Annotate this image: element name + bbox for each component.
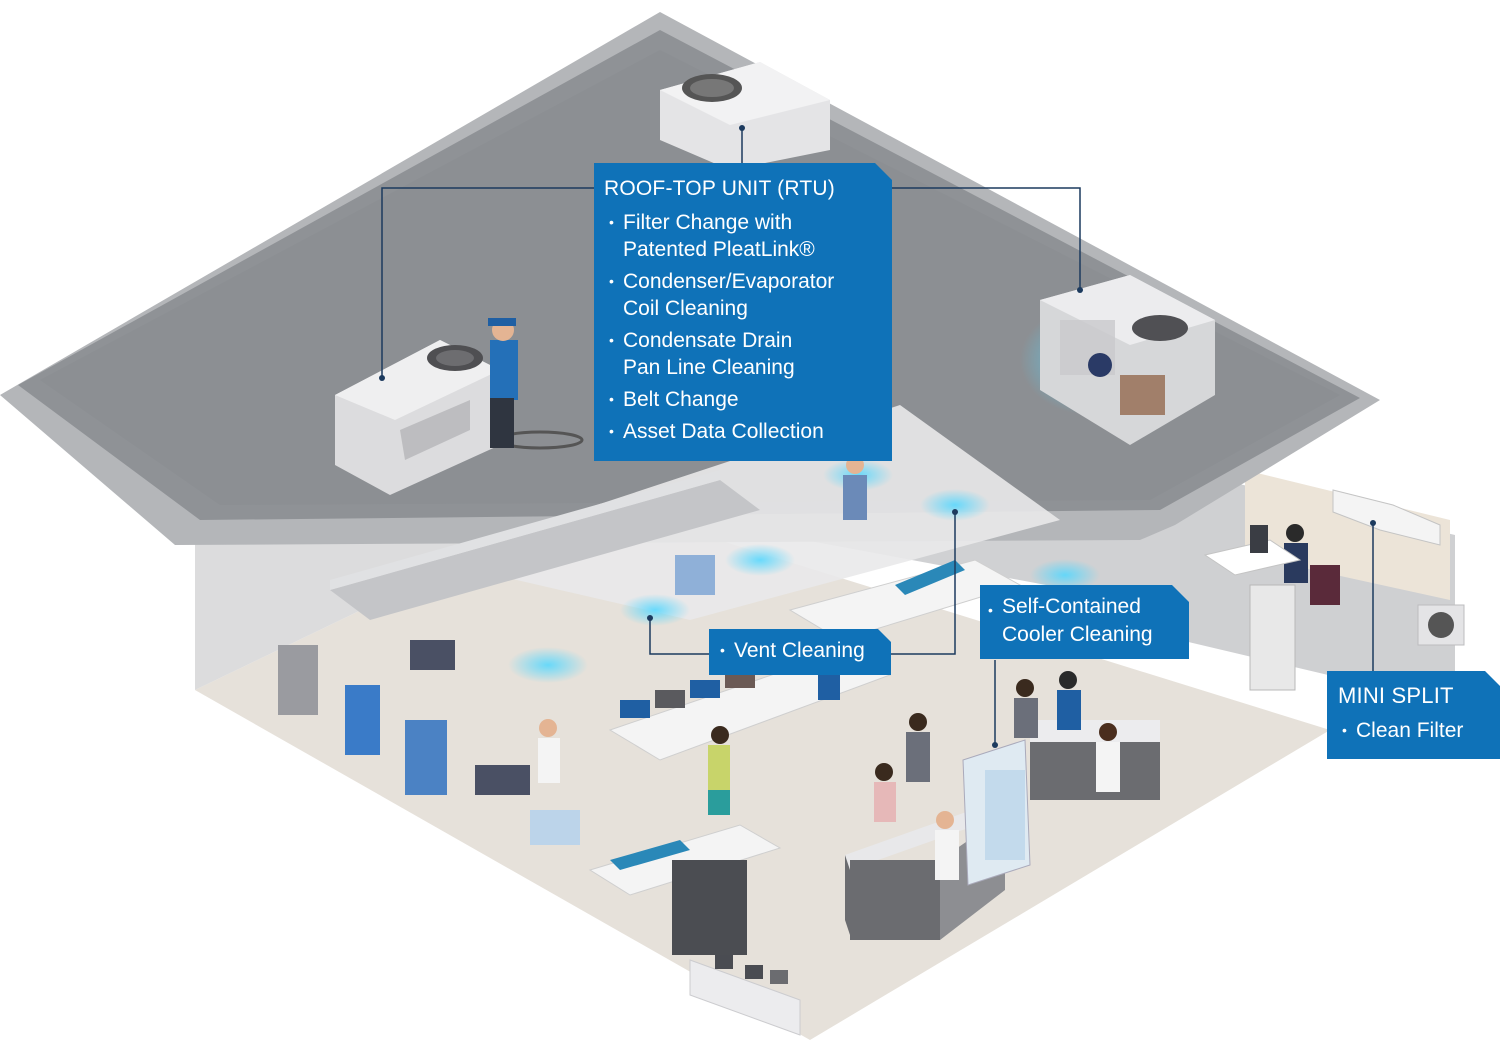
cooler-callout: Self-Contained Cooler Cleaning	[980, 585, 1190, 659]
rtu-unit-top	[660, 62, 830, 170]
rtu-service-item: Asset Data Collection	[609, 418, 834, 445]
mini-split-indoor-unit	[1332, 489, 1441, 546]
store-floor	[195, 500, 1330, 1040]
bag-display	[689, 955, 801, 1036]
rtu-service-line: Asset Data Collection	[623, 420, 824, 443]
clothing-racks	[278, 555, 715, 845]
cooler-callout-label: Self-Contained Cooler Cleaning	[988, 593, 1153, 649]
duct-main-top	[330, 470, 720, 590]
cooler-callout-line: Self-Contained	[1002, 595, 1141, 618]
duct-main	[330, 480, 760, 620]
vent-callout-label: Vent Cleaning	[720, 639, 865, 663]
rtu-service-line: Patented PleatLink®	[623, 238, 815, 261]
rtu-service-line: Condensate Drain	[623, 329, 793, 352]
display-table-front	[588, 824, 782, 955]
mini-split-outdoor-unit	[1417, 604, 1465, 646]
rtu-service-list: Filter Change with Patented PleatLink® C…	[609, 209, 834, 450]
leader-dots	[379, 125, 1376, 748]
office-door	[1249, 584, 1296, 691]
rtu-service-line: Condenser/Evaporator	[623, 270, 835, 293]
cooler-callout-line: Cooler Cleaning	[1002, 623, 1153, 646]
rtu-service-line: Belt Change	[623, 388, 739, 411]
office-interior	[1245, 470, 1450, 600]
mini-split-callout-label: Clean Filter	[1342, 719, 1463, 743]
rtu-service-item: Condensate Drain Pan Line Cleaning	[609, 327, 834, 381]
mini-split-callout-title: MINI SPLIT	[1338, 683, 1454, 708]
technician-figure	[488, 318, 584, 450]
rtu-service-line: Pan Line Cleaning	[623, 356, 795, 379]
rtu-unit-left	[335, 340, 500, 495]
office-desk	[1203, 525, 1340, 605]
rtu-callout: ROOF-TOP UNIT (RTU) Filter Change with P…	[594, 163, 892, 461]
rtu-service-item: Condenser/Evaporator Coil Cleaning	[609, 268, 834, 322]
rtu-service-item: Filter Change with Patented PleatLink®	[609, 209, 834, 263]
mini-split-callout: MINI SPLIT Clean Filter	[1327, 671, 1500, 759]
rtu-service-line: Coil Cleaning	[623, 297, 748, 320]
rtu-callout-title: ROOF-TOP UNIT (RTU)	[604, 177, 835, 200]
leader-lines	[381, 128, 1374, 745]
rtu-service-line: Filter Change with	[623, 211, 793, 234]
self-contained-cooler	[962, 739, 1031, 886]
rtu-service-item: Belt Change	[609, 386, 834, 413]
rtu-unit-right-cutaway	[1020, 275, 1215, 445]
vent-callout: Vent Cleaning	[709, 629, 891, 675]
